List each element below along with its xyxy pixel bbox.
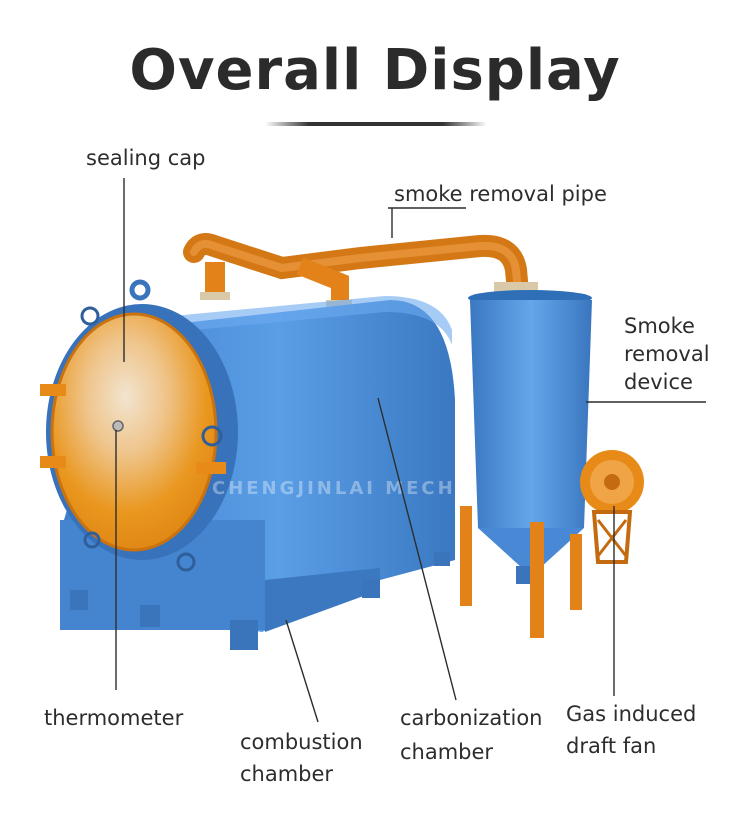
thermometer-icon [112,420,124,432]
label-carbonization-line1: carbonization [400,706,543,730]
svg-text:CHENGJINLAI MECHANICAL: CHENGJINLAI MECHANICAL [212,478,548,499]
label-smoke-device-line2: removal [624,342,710,366]
label-carbonization-line2: chamber [400,740,494,764]
label-smoke-removal-pipe: smoke removal pipe [394,182,607,206]
label-sealing-cap: sealing cap [86,146,206,170]
label-combustion-line1: combustion [240,730,363,754]
title-underline [265,122,487,126]
label-fan-line2: draft fan [566,734,657,758]
label-thermometer: thermometer [44,706,184,730]
gas-induced-draft-fan [580,450,644,564]
page-title: Overall Display [129,38,621,103]
label-fan-line1: Gas induced [566,702,697,726]
sealing-cap [40,304,238,572]
leader-combustion [285,619,319,723]
label-smoke-device-line3: device [624,370,693,394]
leader-carbonization [377,397,457,701]
smoke-removal-device [460,290,592,638]
leader-lines [115,178,706,723]
leader-smoke-pipe [388,207,466,238]
label-combustion-line2: chamber [240,762,334,786]
label-smoke-device-line1: Smoke [624,314,695,338]
